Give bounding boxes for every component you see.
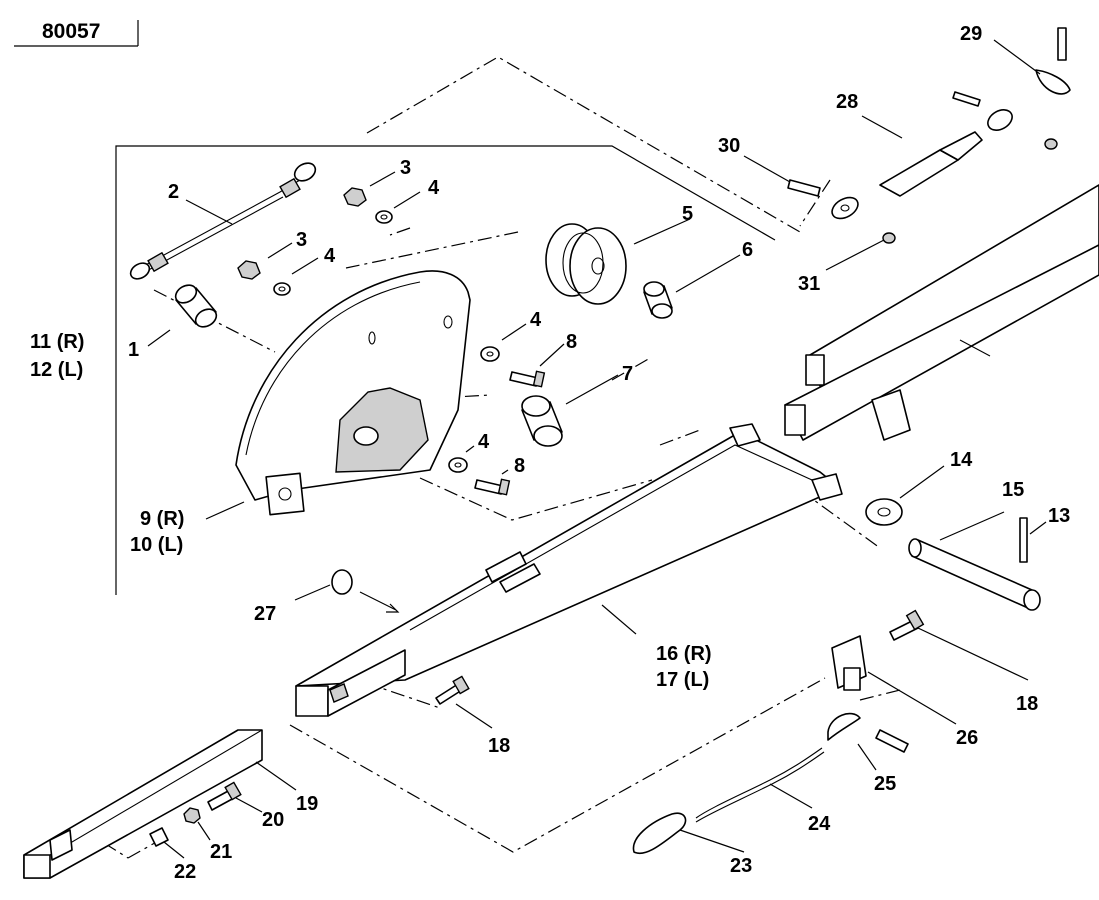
bushing [643, 281, 673, 319]
callout-21: 21 [210, 841, 232, 863]
roller [521, 395, 563, 447]
callout-14: 14 [950, 449, 973, 471]
callout-4-lower: 4 [478, 431, 490, 453]
callout-20: 20 [262, 809, 284, 831]
callout-19: 19 [296, 793, 318, 815]
callout-26: 26 [956, 727, 978, 749]
callout-3-lower: 3 [296, 229, 307, 251]
callout-13: 13 [1048, 505, 1070, 527]
callout-31: 31 [798, 273, 820, 295]
callout-8-lower: 8 [514, 455, 525, 477]
callout-30: 30 [718, 135, 740, 157]
callout-4-middle: 4 [324, 245, 336, 267]
sheave-guard [235, 270, 471, 516]
pivot-pin [908, 538, 1041, 611]
callout-15: 15 [1002, 479, 1024, 501]
callout-12-l: 12 (L) [30, 359, 83, 381]
callout-7: 7 [622, 363, 633, 385]
callout-24: 24 [808, 813, 831, 835]
callout-4-upper: 4 [428, 177, 440, 199]
callout-11-r: 11 (R) [30, 331, 84, 353]
callout-27: 27 [254, 603, 276, 625]
extension-tube [23, 729, 263, 879]
o-ring [331, 569, 400, 613]
spacer-tube [174, 284, 218, 328]
drawing-number: 80057 [42, 20, 100, 43]
callout-29: 29 [960, 23, 982, 45]
callout-2: 2 [168, 181, 179, 203]
callout-16-r: 16 (R) [656, 643, 712, 665]
callout-18-left: 18 [488, 735, 510, 757]
callout-4-right: 4 [530, 309, 542, 331]
callout-6: 6 [742, 239, 753, 261]
callout-25: 25 [874, 773, 896, 795]
callout-9-r: 9 (R) [140, 508, 184, 530]
sheave-pulley [545, 223, 627, 305]
bolts [474, 370, 546, 496]
chain [695, 747, 825, 823]
hitch-bracket [831, 635, 867, 691]
roll-pin [1019, 517, 1028, 563]
shackle [827, 712, 909, 753]
cable-assembly [129, 162, 317, 280]
callout-18-right: 18 [1016, 693, 1038, 715]
callout-8-upper: 8 [566, 331, 577, 353]
flat-washer [865, 498, 903, 526]
callout-labels: 2 3 4 3 4 5 6 1 11 (R) 12 (L) 4 8 7 4 8 … [30, 23, 1070, 883]
drawing-number-box: 80057 [14, 20, 139, 47]
a-frame-arm [295, 423, 843, 717]
leader-lines [147, 39, 1047, 859]
callout-28: 28 [836, 91, 858, 113]
turnbuckle-assembly [787, 27, 1071, 244]
callout-1: 1 [128, 339, 139, 361]
callout-5: 5 [682, 203, 693, 225]
callout-22: 22 [174, 861, 196, 883]
main-frame [784, 184, 1099, 441]
hardware-nuts-washers [237, 187, 500, 473]
callout-3-upper: 3 [400, 157, 411, 179]
hardware-20-22 [149, 781, 242, 847]
callout-17-l: 17 (L) [656, 669, 709, 691]
assembly-bracket [115, 145, 776, 595]
callout-23: 23 [730, 855, 752, 877]
callout-10-l: 10 (L) [130, 534, 183, 556]
snap-hook [632, 812, 687, 855]
